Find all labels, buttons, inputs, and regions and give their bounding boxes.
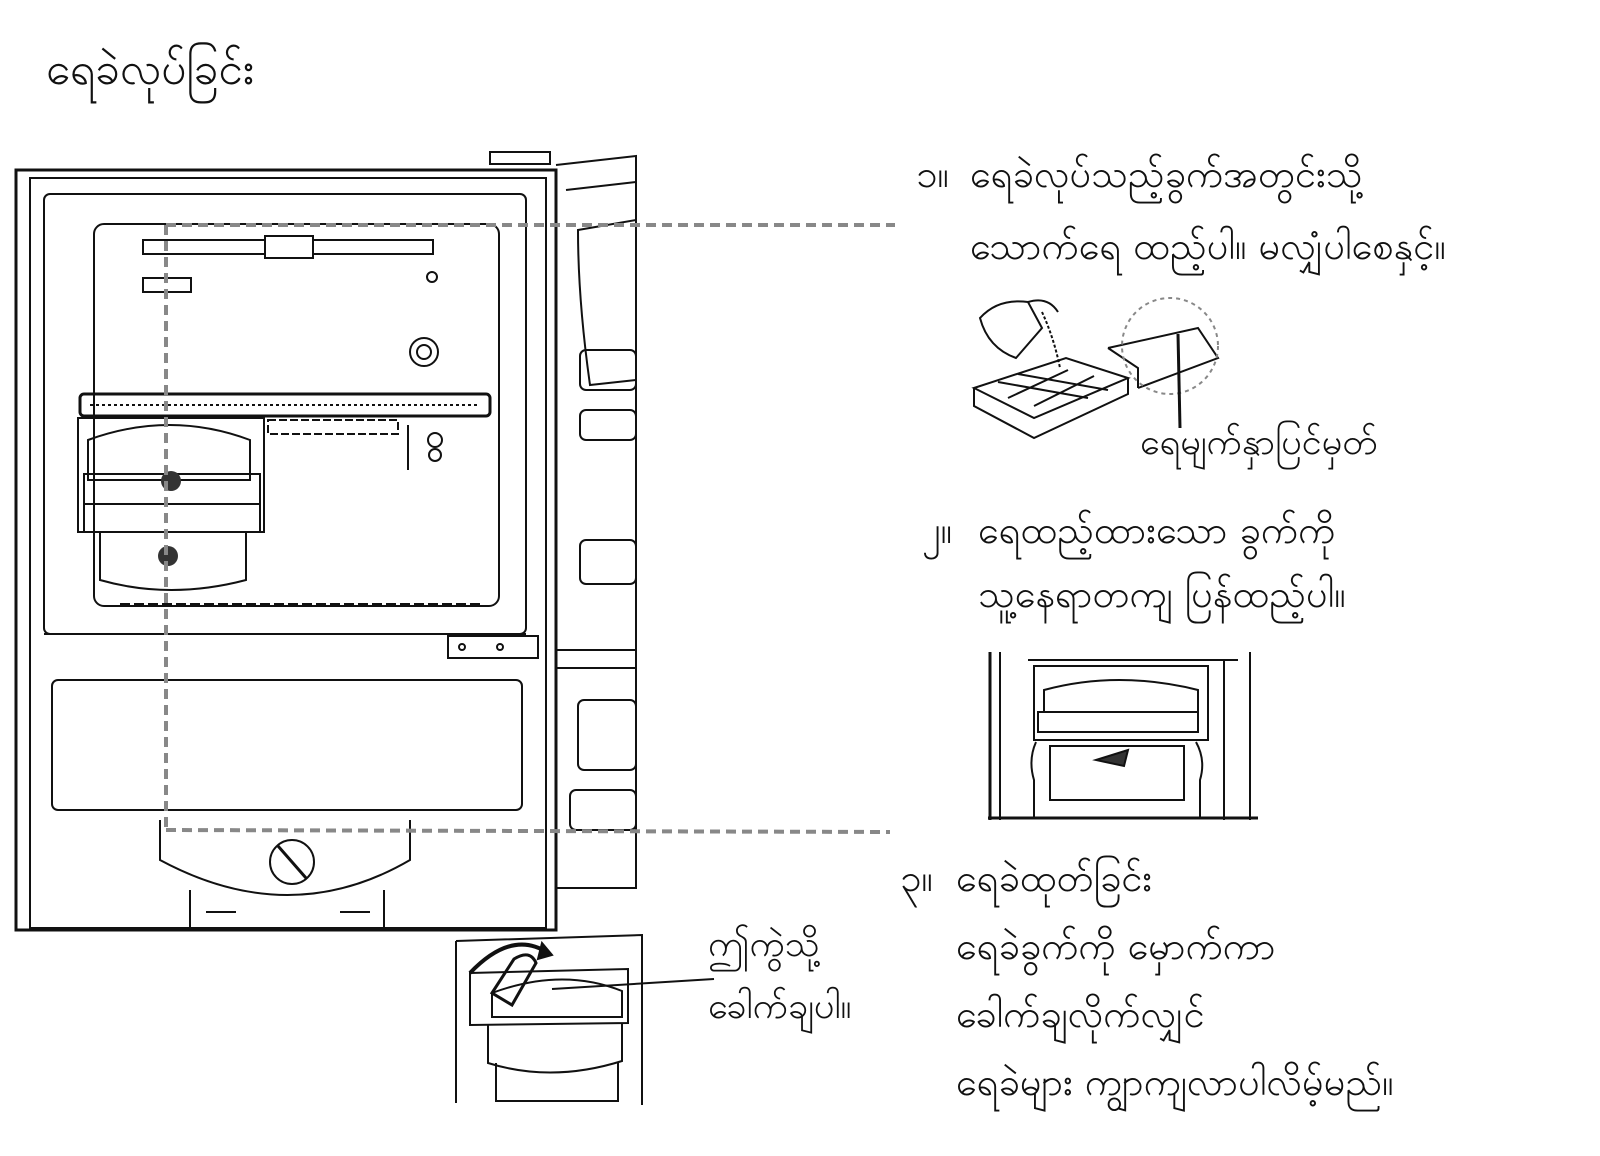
step-2-number: ၂။ [922,508,953,552]
step-2-line-1: ရေထည့်ထားသော ခွက်ကို [978,508,1336,552]
step-3-line-3: ခေါက်ချလိုက်လျှင် [956,992,1205,1036]
step-1-number: ၁။ [916,152,949,196]
pour-water-illustration [971,297,1220,440]
page-title: ရေခဲလုပ်ခြင်း [46,44,254,95]
step-1-line-2: သောက်ရေ ထည့်ပါ။ မလျှံပါစေနှင့်။ [970,224,1446,268]
step-3-line-1: ရေခဲထုတ်ခြင်း [956,856,1153,900]
insert-tray-illustration [988,652,1258,820]
twist-label-line-2: ခေါက်ချပါ။ [708,986,852,1027]
twist-label-line-1: ဤကွဲသို့ [708,924,820,965]
step-3-number: ၃။ [900,856,933,900]
step-1-line-1: ရေခဲလုပ်သည့်ခွက်အတွင်းသို့ [970,152,1363,196]
step-2-line-2: သူ့နေရာတကျ ပြန်ထည့်ပါ။ [978,572,1346,616]
water-level-mark-label: ရေမျက်နှာပြင်မှတ် [1140,422,1378,463]
step-3-line-2: ရေခဲခွက်ကို မှောက်ကာ [956,924,1276,968]
step-3-line-4: ရေခဲများ ကျွာကျလာပါလိမ့်မည်။ [956,1060,1394,1104]
twist-bin-illustration [455,933,715,1105]
